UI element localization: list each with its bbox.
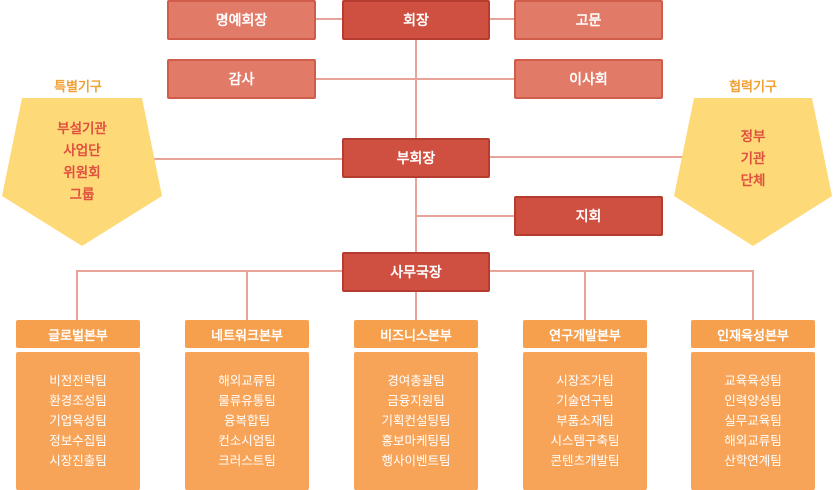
team-item: 기술연구팀 xyxy=(556,393,614,408)
connector-dept-5 xyxy=(752,270,754,320)
connector-dept-1 xyxy=(76,270,78,320)
connector-dept-4 xyxy=(584,270,586,320)
special-org-item: 부설기관 xyxy=(57,121,107,137)
connector-branch xyxy=(416,215,514,217)
coop-org-items: 정부 기관 단체 xyxy=(701,126,805,192)
chairman-box: 회장 xyxy=(342,0,490,40)
team-item: 크러스트팀 xyxy=(218,453,276,468)
coop-org-shape xyxy=(674,98,832,246)
dept-network-teams: 해외교류팀 물류유통팀 융복합팀 컨소시엄팀 크러스트팀 xyxy=(185,352,309,490)
team-item: 해외교류팀 xyxy=(218,373,276,388)
team-item: 물류유통팀 xyxy=(218,393,276,408)
special-org-item: 그룹 xyxy=(69,187,95,203)
dept-rnd-teams: 시장조가팀 기술연구팀 부품소재팀 시스템구축팀 콘텐츠개발팀 xyxy=(523,352,647,490)
team-item: 기업육성팀 xyxy=(49,413,107,428)
team-item: 비전전략팀 xyxy=(49,373,107,388)
team-item: 행사이벤트팀 xyxy=(381,453,451,468)
connector-special-vice xyxy=(92,158,344,160)
dept-talent-teams: 교육육성팀 인력양성팀 실무교육팀 해외교류팀 산학연계팀 xyxy=(691,352,815,490)
team-item: 금융지원팀 xyxy=(387,393,445,408)
team-item: 시스템구축팀 xyxy=(550,433,620,448)
special-org-item: 사업단 xyxy=(63,143,101,159)
team-item: 시장조가팀 xyxy=(556,373,614,388)
team-item: 해외교류팀 xyxy=(724,433,782,448)
advisor-box: 고문 xyxy=(514,0,663,40)
team-item: 인력양성팀 xyxy=(724,393,782,408)
dept-business-teams: 경여총괄팀 금융지원팀 기획컨설팅팀 홍보마케팅팀 행사이벤트팀 xyxy=(354,352,478,490)
team-item: 부품소재팀 xyxy=(556,413,614,428)
connector-vice-coop xyxy=(489,156,724,158)
auditor-box: 감사 xyxy=(167,59,316,99)
coop-org-item: 단체 xyxy=(740,173,766,189)
coop-org-label: 협력기구 xyxy=(729,80,777,95)
team-item: 홍보마케팅팀 xyxy=(381,433,451,448)
team-item: 산학연계팀 xyxy=(724,453,782,468)
team-item: 컨소시엄팀 xyxy=(218,433,276,448)
dept-rnd-head: 연구개발본부 xyxy=(523,320,647,348)
team-item: 기획컨설팅팀 xyxy=(381,413,451,428)
special-org-item: 위원회 xyxy=(63,165,101,181)
team-item: 융복합팀 xyxy=(223,413,270,428)
dept-network-head: 네트워크본부 xyxy=(185,320,309,348)
team-item: 경여총괄팀 xyxy=(387,373,445,388)
connector-advisor xyxy=(489,18,515,20)
dept-talent-head: 인재육성본부 xyxy=(691,320,815,348)
team-item: 콘텐츠개발팀 xyxy=(550,453,620,468)
connector-honorary xyxy=(315,18,343,20)
secretary-general-box: 사무국장 xyxy=(342,252,490,292)
honorary-chairman-box: 명예회장 xyxy=(167,0,316,40)
dept-business-head: 비즈니스본부 xyxy=(354,320,478,348)
dept-global-teams: 비전전략팀 환경조성팀 기업육성팀 정보수집팀 시장진출팀 xyxy=(16,352,140,490)
coop-org-item: 정부 xyxy=(740,129,766,145)
team-item: 환경조성팀 xyxy=(49,393,107,408)
special-org-items: 부설기관 사업단 위원회 그룹 xyxy=(30,118,134,206)
board-box: 이사회 xyxy=(514,59,663,99)
coop-org-item: 기관 xyxy=(740,151,766,167)
team-item: 교육육성팀 xyxy=(724,373,782,388)
connector-auditor-board xyxy=(316,78,514,80)
special-org-label: 특별기구 xyxy=(54,80,102,95)
team-item: 실무교육팀 xyxy=(724,413,782,428)
connector-dept-2 xyxy=(246,270,248,320)
branch-box: 지회 xyxy=(514,196,663,236)
vice-chairman-box: 부회장 xyxy=(342,138,490,178)
connector-dept-3 xyxy=(415,270,417,320)
dept-global-head: 글로벌본부 xyxy=(16,320,140,348)
team-item: 정보수집팀 xyxy=(49,433,107,448)
special-org-shape xyxy=(2,98,162,246)
team-item: 시장진출팀 xyxy=(49,453,107,468)
